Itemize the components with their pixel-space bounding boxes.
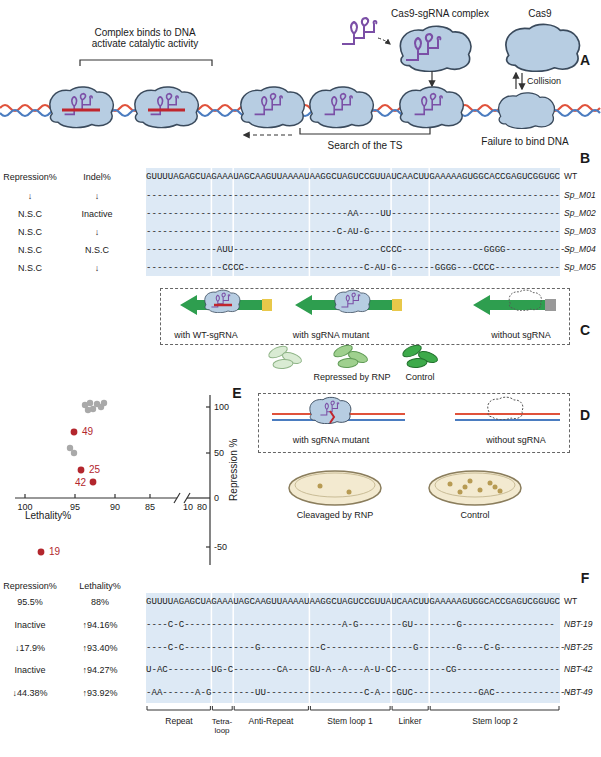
row-name: NBT-19 (564, 620, 593, 630)
sequence-text: GUUUUAGAGCUAGAAAUAGCAAGUUAAAAUAAGGCUAGUC… (146, 172, 560, 182)
label-text: Tetra-loop (208, 717, 236, 735)
label-text: ↓17.9% (15, 643, 45, 653)
label-text: Inactive (81, 209, 112, 219)
label-text: ↓44.38% (12, 688, 47, 698)
node-text: without sgRNA (491, 330, 551, 340)
panel-letter: E (232, 385, 241, 401)
panel-letter: D (580, 407, 590, 423)
label-text: N.S.C (18, 263, 42, 273)
row-name: Sp_M02 (564, 209, 596, 219)
sequence-text: --------------CCCC----------------------… (146, 263, 560, 273)
label-text: 90 (110, 502, 120, 512)
axis-title: Repression % (228, 439, 240, 501)
sequence-text: -------------------------------------AA-… (146, 209, 560, 219)
label-text: Cleavaged by RNP (297, 510, 374, 520)
label-text: ↑94.27% (82, 665, 117, 675)
label-text: Linker (398, 717, 421, 727)
sequence-text: ----C-C-----------------------------A-G-… (146, 620, 555, 630)
label-text: -50 (214, 542, 227, 552)
node-text: with sgRNA mutant (293, 330, 370, 340)
label-text: Cas9-sgRNA complex (391, 8, 489, 20)
label-text: 50 (214, 448, 224, 458)
sequence-text: GUUUUAGAGCUAGAAAUAGCAAGUUAAAAUAAGGCUAGUC… (146, 597, 560, 607)
node-text: with WT-sgRNA (174, 330, 238, 340)
label-text: ↓ (28, 191, 33, 201)
label-text: 0 (214, 493, 219, 503)
panel-letter: C (580, 322, 590, 338)
label-text: 10 (183, 502, 193, 512)
sequence-text: ----------------------------------------… (146, 191, 560, 201)
label-text: Stem loop 2 (472, 717, 517, 727)
panel-letter: B (580, 150, 590, 166)
label-text: 88% (91, 597, 109, 607)
label-text: N.S.C (85, 245, 109, 255)
label-text: Control (405, 372, 434, 382)
label-text: WT (564, 597, 577, 607)
label-text: ↓ (95, 227, 100, 237)
label-text: ↑93.92% (82, 688, 117, 698)
label-text: 100 (214, 402, 229, 412)
label-text: ↓ (95, 263, 100, 273)
label-text: Repeat (165, 717, 192, 727)
label-text: ↑94.16% (82, 620, 117, 630)
point-label: 25 (89, 464, 100, 476)
label-text: Stem loop 1 (327, 717, 372, 727)
dashed-panel: with sgRNA mutant without sgRNA (258, 393, 570, 453)
label-text: 95.5% (17, 597, 43, 607)
label-text: Lethality% (25, 510, 71, 522)
point-label: 42 (75, 477, 86, 489)
label-text: N.S.C (18, 209, 42, 219)
row-name: Sp_M05 (564, 263, 596, 273)
label-text: Anti-Repeat (249, 717, 294, 727)
label-text: ↓ (95, 191, 100, 201)
label-text: ↑93.40% (82, 643, 117, 653)
row-name: Sp_M01 (564, 191, 596, 201)
label-text: 85 (145, 502, 155, 512)
node-text: with sgRNA mutant (293, 435, 370, 445)
label-text: 80 (197, 502, 207, 512)
sequence-text: -AA------A-G--------UU------------------… (146, 688, 571, 698)
label-text: Search of the TS (328, 140, 403, 152)
label-text: Lethality% (79, 581, 121, 591)
panel-letter: A (580, 52, 590, 68)
label-text: Cas9 (528, 8, 551, 20)
row-name: NBT-25 (564, 643, 593, 653)
label-text: Repressed by RNP (313, 372, 390, 382)
label-text: Repression% (3, 581, 57, 591)
label-text: N.S.C (18, 227, 42, 237)
label-text: Inactive (14, 665, 45, 675)
sequence-text: -------------AUU------------------------… (146, 245, 571, 255)
sequence-text: -----------------------------------C-AU-… (146, 227, 560, 237)
label-text: Collision (527, 76, 561, 86)
label-text: 100 (17, 502, 32, 512)
label-text: Indel% (83, 172, 111, 182)
sequence-text: U-AC--------UG-C--------CA----GU-A--A---… (146, 665, 560, 675)
row-name: Sp_M03 (564, 227, 596, 237)
label-text: N.S.C (18, 245, 42, 255)
point-label: 19 (49, 546, 60, 558)
panel-letter: F (581, 570, 590, 586)
sequence-text: ----C-C-------------G-----------C-------… (146, 643, 565, 653)
label-text: Repression% (3, 172, 57, 182)
point-label: 49 (82, 426, 93, 438)
row-name: NBT-42 (564, 665, 593, 675)
node-text: without sgRNA (486, 435, 546, 445)
label-text: Control (460, 510, 489, 520)
label-text: WT (564, 172, 577, 182)
dashed-panel: with WT-sgRNA with sgRNA mutant without sg… (160, 288, 570, 345)
label-text: Inactive (14, 620, 45, 630)
label-text: Complex binds to DNA activate catalytic … (80, 27, 210, 50)
label-text: 95 (70, 502, 80, 512)
label-text: Failure to bind DNA (481, 136, 568, 148)
